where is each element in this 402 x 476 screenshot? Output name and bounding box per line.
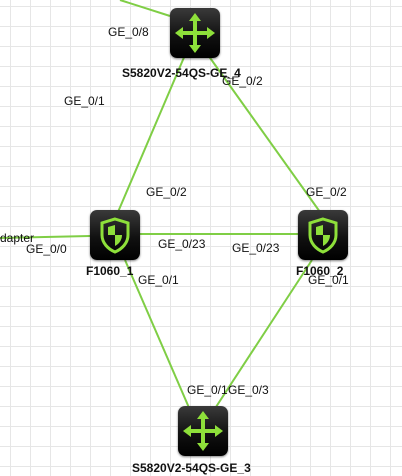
link-fw1-offscreen[interactable] [0,235,91,239]
shield-icon [308,217,338,254]
fw1-node[interactable] [90,210,140,260]
port-label-fw1-ge01: GE_0/1 [138,273,179,287]
bottom-switch-name: S5820V2-54QS-GE_3 [132,461,251,475]
port-label-fw1-ge02: GE_0/2 [146,185,187,199]
port-label-bottom-ge01: GE_0/1 [187,383,228,397]
fw2-node[interactable] [298,210,348,260]
link-fw2-bottom-switch[interactable] [213,259,313,411]
port-label-fw1-ge023: GE_0/23 [158,237,206,251]
link-fw1-bottom-switch[interactable] [124,259,191,411]
router-arrows-icon [175,13,215,53]
top-switch-name: S5820V2-54QS-GE_4 [122,66,241,80]
top-switch-node[interactable] [170,8,220,58]
port-label-top-ge08: GE_0/8 [108,25,149,39]
port-label-bottom-ge03: GE_0/3 [228,383,269,397]
port-label-fw2-ge02: GE_0/2 [306,185,347,199]
fw1-name: F1060_1 [86,264,134,278]
port-label-top-ge01: GE_0/1 [64,94,105,108]
port-label-fw2-ge01: GE_0/1 [308,273,349,287]
router-arrows-icon [183,411,223,451]
shield-icon [100,217,130,254]
port-label-fw2-ge023: GE_0/23 [232,241,280,255]
port-label-top-ge02: GE_0/2 [222,74,263,88]
link-top-switch-fw1[interactable] [117,54,186,213]
offscreen-node-name-fragment: dapter [0,231,35,245]
link-top-switch-fw2[interactable] [207,54,321,213]
link-top-switch-offscreen[interactable] [119,0,171,17]
fw2-name: F1060_2 [296,264,344,278]
bottom-switch-node[interactable] [178,406,228,456]
port-label-fw1-ge00: GE_0/0 [26,242,67,256]
